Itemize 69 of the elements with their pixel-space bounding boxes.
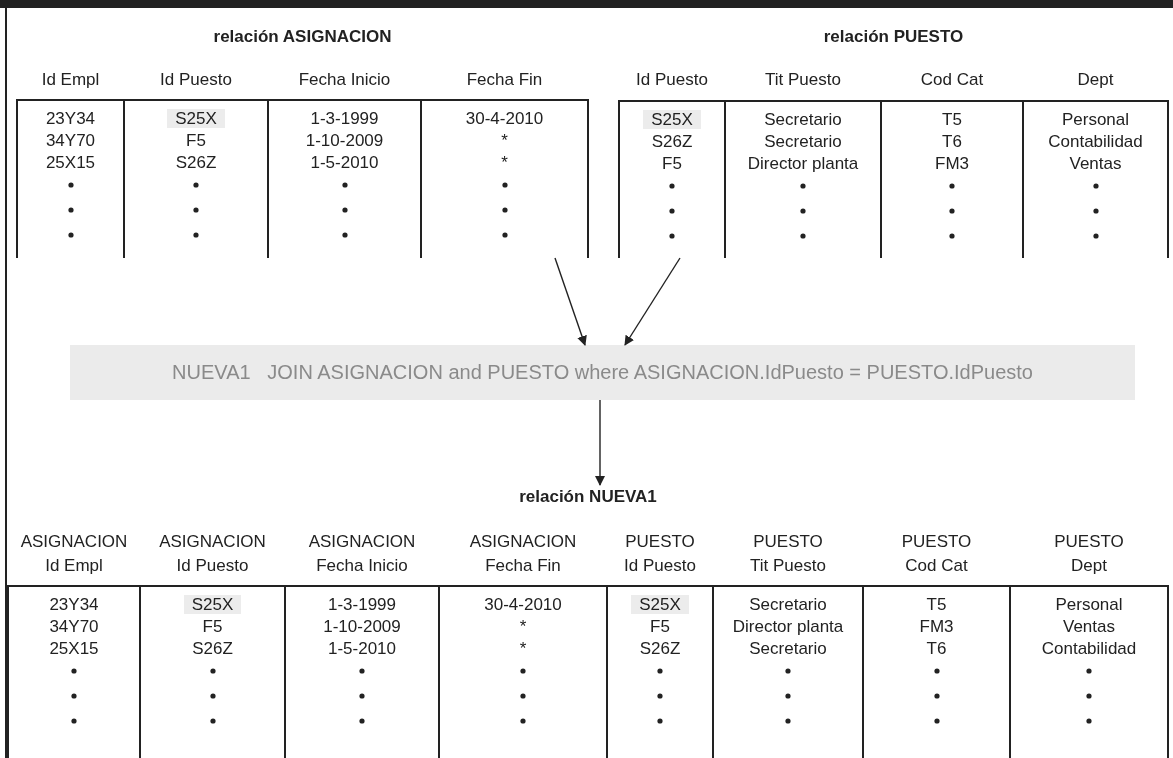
table-cell-text: 34Y70: [44, 131, 97, 151]
column-header: Tit Puesto: [764, 69, 842, 91]
column-header: PUESTO Cod Cat: [900, 531, 973, 577]
table-cell-text: T5: [941, 110, 963, 130]
table-cell-text: FM3: [934, 154, 970, 174]
table-cell-text: T6: [941, 132, 963, 152]
table-cell-text: *: [518, 617, 528, 637]
table-cell-text: Director planta: [746, 154, 860, 174]
column-header: Fecha Inicio: [297, 69, 392, 91]
arrow: [554, 257, 587, 346]
column-header: ASIGNACION Id Puesto: [158, 531, 267, 577]
table-cell-text: Secretario: [763, 132, 843, 152]
column-header: ASIGNACION Fecha Inicio: [307, 531, 417, 577]
column-header: Fecha Fin: [465, 69, 544, 91]
table-cell-text: Secretario: [748, 639, 828, 659]
table-cell-text: S26Z: [638, 639, 682, 659]
table-cell-text: 1-10-2009: [322, 617, 402, 637]
table-cell-text: F5: [661, 154, 683, 174]
table-cell-text: 1-5-2010: [326, 639, 398, 659]
table-cell: S25X: [124, 109, 268, 129]
table-cell-text: S26Z: [650, 132, 694, 152]
column-header: Id Empl: [40, 69, 101, 91]
table-cell-text: Secretario: [763, 110, 843, 130]
column-header: PUESTO Id Puesto: [623, 531, 697, 577]
table-cell-text: 30-4-2010: [483, 595, 563, 615]
table-cell-text: T5: [925, 595, 948, 615]
table-cell-text: 1-5-2010: [309, 153, 380, 173]
table-cell-text: S26Z: [191, 639, 234, 659]
table-cell-text: Ventas: [1062, 617, 1116, 637]
table-cell-text: T6: [925, 639, 948, 659]
table-cell-text: *: [500, 153, 509, 173]
arrow: [624, 257, 681, 346]
table-cell-text: *: [518, 639, 528, 659]
table-cell: S25X: [140, 595, 285, 615]
column-header: ASIGNACION Id Empl: [19, 531, 129, 577]
table-cell-text: 23Y34: [48, 595, 100, 615]
table-cell-text: 34Y70: [48, 617, 100, 637]
table-cell-text: 1-10-2009: [304, 131, 385, 151]
arrow: [595, 399, 605, 486]
table-cell-text: 1-3-1999: [326, 595, 398, 615]
table-cell-text: Contabilidad: [1040, 639, 1138, 659]
table-cell-text: 25X15: [48, 639, 100, 659]
table-cell-text: Director planta: [731, 617, 845, 637]
operation-box: NUEVA1 JOIN ASIGNACION and PUESTO where ASIGNACION.IdPuesto = PUESTO.IdPuesto: [70, 345, 1135, 400]
table-cell-text: Personal: [1054, 595, 1124, 615]
column-header: Id Puesto: [635, 69, 709, 91]
table-cell-text: Secretario: [748, 595, 828, 615]
table-cell-text: Ventas: [1068, 154, 1123, 174]
table-cell-text: 23Y34: [44, 109, 97, 129]
table-title: relación NUEVA1: [519, 487, 657, 507]
table-cell-text: F5: [649, 617, 671, 637]
table-cell-text: *: [500, 131, 509, 151]
table-cell-text: S26Z: [174, 153, 218, 173]
column-header: ASIGNACION Fecha Fin: [468, 531, 578, 577]
column-header: Id Puesto: [159, 69, 233, 91]
table-cell-text: FM3: [918, 617, 955, 637]
table-cell-text: F5: [185, 131, 207, 151]
table-cell-text: Personal: [1060, 110, 1131, 130]
column-header: Cod Cat: [919, 69, 985, 91]
table-cell-text: F5: [201, 617, 224, 637]
column-header: Dept: [1076, 69, 1115, 91]
column-header: PUESTO Dept: [1053, 531, 1125, 577]
table-cell-text: 30-4-2010: [464, 109, 545, 129]
table-title: relación ASIGNACION: [213, 27, 392, 47]
table-cell-text: 1-3-1999: [309, 109, 380, 129]
table-cell-text: Contabilidad: [1047, 132, 1144, 152]
table-cell-text: 25X15: [44, 153, 97, 173]
table-title: relación PUESTO: [823, 27, 964, 47]
column-header: PUESTO Tit Puesto: [749, 531, 827, 577]
